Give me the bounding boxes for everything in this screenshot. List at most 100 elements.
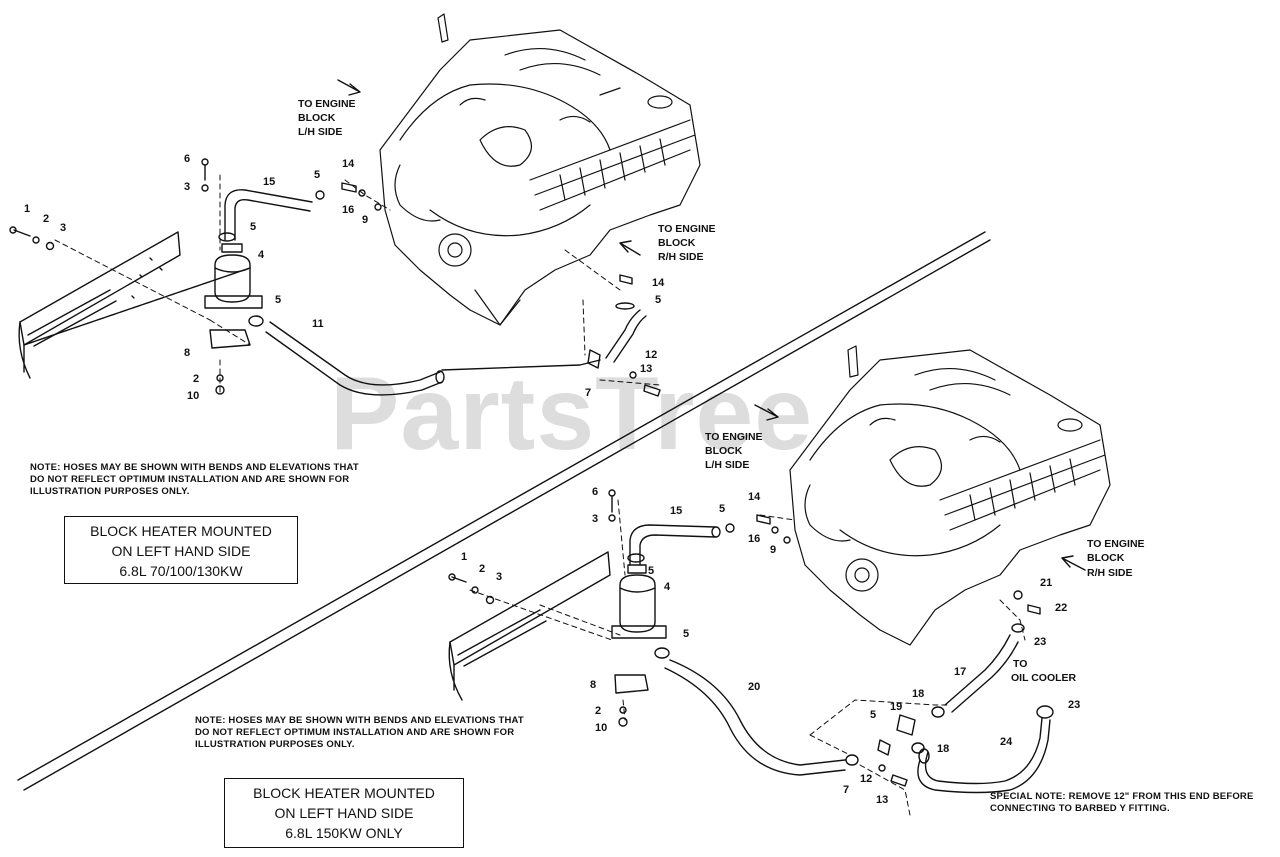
upper-title-box: BLOCK HEATER MOUNTED ON LEFT HAND SIDE 6… [64,516,298,584]
lower-callout-4: 4 [664,581,671,593]
lower-callout-5: 5 [870,709,876,721]
label-upper-rh-1: TO ENGINE [658,223,716,235]
lower-hose-15 [629,524,721,566]
upper-block-heater [204,243,263,349]
upper-callout-14: 14 [652,277,665,289]
upper-note-line-2: DO NOT REFLECT OPTIMUM INSTALLATION AND … [30,474,349,485]
label-lower-lh-3: L/H SIDE [705,459,749,471]
upper-note: NOTE: HOSES MAY BE SHOWN WITH BENDS AND … [30,462,359,497]
lower-callout-21: 21 [1040,577,1052,589]
upper-callout-3: 3 [184,181,190,193]
lower-callout-16: 16 [748,533,760,545]
lower-callout-20: 20 [748,681,760,693]
upper-leaders [54,174,661,396]
lower-callout-3: 3 [592,513,598,525]
upper-callout-3: 3 [60,222,66,234]
label-lower-lh-1: TO ENGINE [705,431,763,443]
upper-callout-14: 14 [342,158,355,170]
upper-arrow-lh [337,79,361,96]
lower-callout-5: 5 [648,565,654,577]
upper-callout-5: 5 [275,294,281,306]
lower-note-line-3: ILLUSTRATION PURPOSES ONLY. [195,739,355,750]
upper-callout-4: 4 [258,249,265,261]
label-upper-lh-1: TO ENGINE [298,98,356,110]
lower-callout-2: 2 [595,705,601,717]
label-lower-rh-1: TO ENGINE [1087,538,1145,550]
upper-arrow-rh [619,240,641,256]
upper-callout-6: 6 [184,153,190,165]
special-note-line-2: CONNECTING TO BARBED Y FITTING. [990,803,1170,814]
lower-callout-1: 1 [461,551,467,563]
upper-callout-12: 12 [645,349,657,361]
lower-hose-17 [944,634,1019,713]
label-lower-rh-3: R/H SIDE [1087,567,1133,579]
lower-callout-18: 18 [937,743,949,755]
upper-callout-8: 8 [184,347,190,359]
lower-callout-24: 24 [1000,736,1013,748]
lower-callout-23: 23 [1068,699,1080,711]
upper-engine [379,13,701,326]
lower-callout-3: 3 [496,571,502,583]
label-oil-cooler-2: OIL COOLER [1011,672,1077,684]
lower-frame-rail [448,551,621,701]
upper-callout-15: 15 [263,176,275,188]
lower-callout-9: 9 [770,544,776,556]
upper-callout-2: 2 [193,373,199,385]
label-upper-lh-3: L/H SIDE [298,126,342,138]
lower-callout-2: 2 [479,563,485,575]
lower-title-box: BLOCK HEATER MOUNTED ON LEFT HAND SIDE 6… [224,778,464,848]
lower-leaders [469,499,1026,816]
label-lower-lh-2: BLOCK [705,445,743,457]
lower-callout-10: 10 [595,722,607,734]
lower-callout-23: 23 [1034,636,1046,648]
lower-callout-19: 19 [890,701,902,713]
lower-hose-20 [664,659,846,776]
upper-hose-11 [265,309,647,396]
upper-note-line-1: NOTE: HOSES MAY BE SHOWN WITH BENDS AND … [30,462,359,473]
lower-callout-22: 22 [1055,602,1067,614]
lower-callout-5: 5 [683,628,689,640]
upper-fittings [9,158,661,397]
lower-note-line-2: DO NOT REFLECT OPTIMUM INSTALLATION AND … [195,727,514,738]
lower-note-line-1: NOTE: HOSES MAY BE SHOWN WITH BENDS AND … [195,715,524,726]
upper-title-line-3: 6.8L 70/100/130KW [119,563,243,579]
lower-callout-14: 14 [748,491,761,503]
lower-title-line-3: 6.8L 150KW ONLY [285,825,403,841]
divider-line [17,231,991,791]
upper-callout-9: 9 [362,214,368,226]
lower-callout-13: 13 [876,794,888,806]
upper-hose-15 [224,189,313,241]
lower-engine [789,345,1111,646]
special-note: SPECIAL NOTE: REMOVE 12" FROM THIS END B… [990,791,1253,814]
lower-callout-18: 18 [912,688,924,700]
lower-callout-12: 12 [860,773,872,785]
lower-title-line-2: ON LEFT HAND SIDE [274,805,414,821]
label-upper-lh-2: BLOCK [298,112,336,124]
upper-callout-5: 5 [314,169,320,181]
label-upper-rh-3: R/H SIDE [658,251,704,263]
upper-callout-5: 5 [655,294,661,306]
lower-callout-7: 7 [843,784,849,796]
lower-note: NOTE: HOSES MAY BE SHOWN WITH BENDS AND … [195,715,524,750]
lower-hose-24 [917,717,1051,794]
lower-fittings [448,489,1054,787]
label-lower-rh-2: BLOCK [1087,552,1125,564]
upper-title-line-2: ON LEFT HAND SIDE [111,543,251,559]
lower-callout-17: 17 [954,666,966,678]
upper-frame-rail [18,231,251,379]
engine-labels: TO ENGINE BLOCK L/H SIDE TO ENGINE BLOCK… [298,98,1145,684]
upper-title-line-1: BLOCK HEATER MOUNTED [90,523,272,539]
label-oil-cooler-1: TO [1013,658,1027,670]
lower-arrow-rh [1061,555,1086,571]
lower-callout-8: 8 [590,679,596,691]
upper-callout-10: 10 [187,390,199,402]
lower-callout-6: 6 [592,486,598,498]
lower-arrow-lh [754,404,779,421]
lower-callout-5: 5 [719,503,725,515]
upper-callout-16: 16 [342,204,354,216]
upper-callout-11: 11 [312,318,324,330]
label-upper-rh-2: BLOCK [658,237,696,249]
upper-callout-13: 13 [640,363,652,375]
